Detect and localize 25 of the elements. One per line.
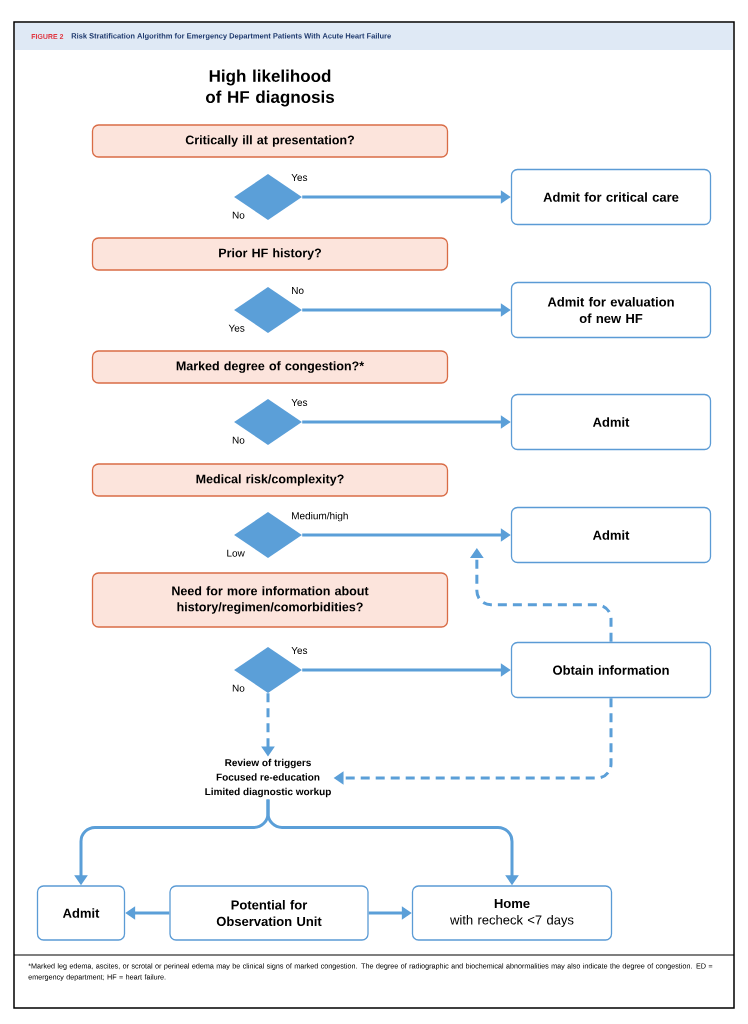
outcome-box: Admit <box>36 885 126 941</box>
outcome-box: Admit for evaluation of new HF <box>510 281 712 339</box>
outcome-box: Admit <box>510 393 712 451</box>
outcome-box: Potential for Observation Unit <box>169 885 369 941</box>
question-box: Marked degree of congestion?* <box>91 350 449 384</box>
action-list: Review of triggers Focused re-education Limited diagnostic workup <box>205 758 331 798</box>
edge-label: Yes <box>291 399 308 406</box>
edge-label: Medium/high <box>292 512 348 522</box>
outcome-box: Home with recheck <7 days <box>411 885 613 941</box>
outcome-box: Obtain information <box>510 641 712 699</box>
outcome-box: Admit for critical care <box>510 168 712 226</box>
branch-label: Low <box>227 549 245 557</box>
branch-label: No <box>232 684 245 692</box>
heading: High likelihood of HF diagnosis <box>205 69 334 107</box>
branch-label: Yes <box>228 324 245 332</box>
question-box: Need for more information about history/regimen/comorbidities? <box>91 572 449 628</box>
branch-label: No <box>232 211 245 219</box>
edge-label: Yes <box>291 174 308 181</box>
outcome-box: Admit <box>510 506 712 564</box>
question-box: Prior HF history? <box>91 237 449 271</box>
edge-label: Yes <box>291 647 308 654</box>
branch-label: No <box>232 436 245 444</box>
question-box: Medical risk/complexity? <box>91 463 449 497</box>
question-box: Critically ill at presentation? <box>91 124 449 158</box>
edge-label: No <box>292 287 304 294</box>
